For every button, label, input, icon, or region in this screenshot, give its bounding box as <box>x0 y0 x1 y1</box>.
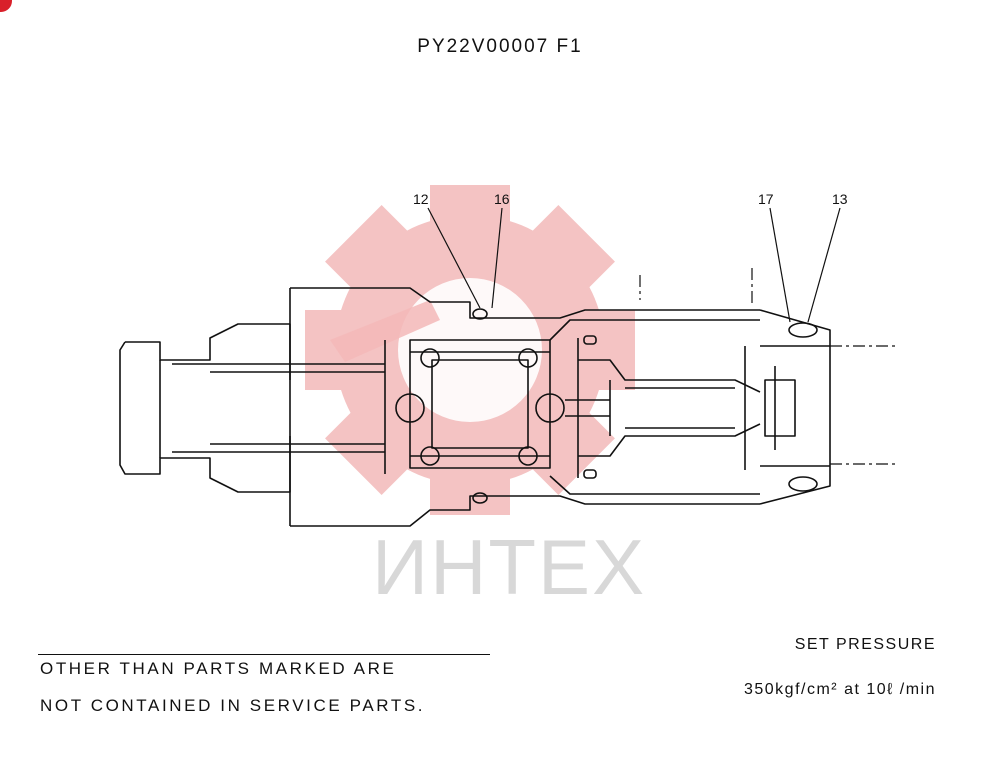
part-number: PY22V00007 F1 <box>417 36 583 57</box>
set-pressure-label: SET PRESSURE <box>794 636 936 653</box>
set-pressure-value: 350kgf/cm² at 10ℓ /min <box>743 681 936 698</box>
note-divider <box>38 654 490 655</box>
callout-16: 16 <box>494 191 510 207</box>
watermark-text: ИНТЕХ <box>372 523 647 611</box>
note-line-1: OTHER THAN PARTS MARKED ARE <box>40 659 397 678</box>
callout-12: 12 <box>413 191 429 207</box>
callout-13: 13 <box>832 191 848 207</box>
callout-17: 17 <box>758 191 774 207</box>
note-line-2: NOT CONTAINED IN SERVICE PARTS. <box>40 696 426 715</box>
